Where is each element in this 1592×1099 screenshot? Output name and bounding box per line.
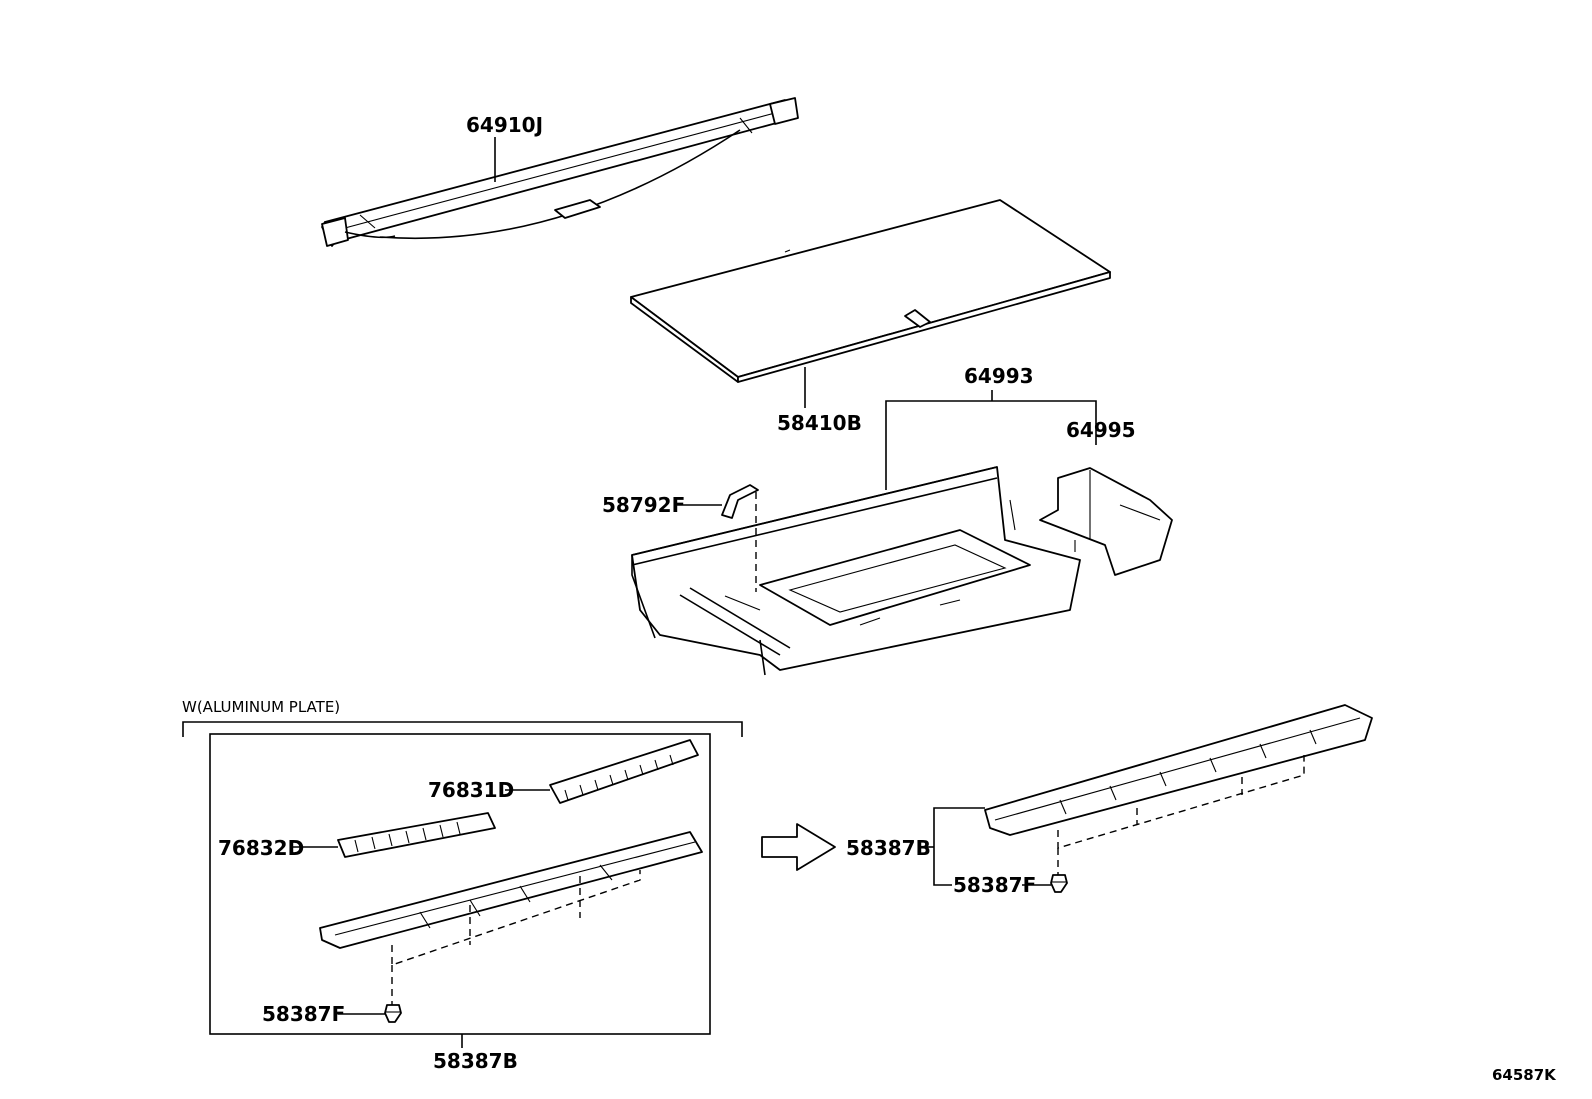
group-box xyxy=(209,733,711,1035)
clip-right-part xyxy=(1050,874,1068,893)
tonneau-cover-part xyxy=(321,97,799,247)
label-58387B-left: 58387B xyxy=(433,1049,518,1073)
sill-plate-right-part xyxy=(984,704,1373,836)
side-tray-part xyxy=(1039,467,1173,576)
arrow-right-icon xyxy=(761,823,836,871)
label-76831D: 76831D xyxy=(428,778,514,802)
bracket-64993 xyxy=(885,400,1097,490)
label-64993: 64993 xyxy=(964,364,1034,388)
sill-plate-left-part xyxy=(319,831,703,949)
group-bracket xyxy=(182,721,743,737)
label-58387F-left: 58387F xyxy=(262,1002,345,1026)
label-76832D: 76832D xyxy=(218,836,304,860)
label-58387B-right: 58387B xyxy=(846,836,931,860)
label-58387F-right: 58387F xyxy=(953,873,1036,897)
scuff-plate-lower-part xyxy=(337,812,496,858)
figure-code: 64587K xyxy=(1492,1066,1557,1084)
scuff-plate-upper-part xyxy=(549,739,699,804)
group-label: W(ALUMINUM PLATE) xyxy=(182,698,340,716)
label-58410B: 58410B xyxy=(777,411,862,435)
clip-left-part xyxy=(384,1004,402,1023)
label-64995: 64995 xyxy=(1066,418,1136,442)
clip-part xyxy=(721,484,759,519)
deck-box-part xyxy=(631,466,1081,676)
label-58792F: 58792F xyxy=(602,493,685,517)
dash-sill-right xyxy=(1057,755,1305,849)
deck-board-part xyxy=(630,199,1111,383)
label-64910J: 64910J xyxy=(466,113,543,137)
